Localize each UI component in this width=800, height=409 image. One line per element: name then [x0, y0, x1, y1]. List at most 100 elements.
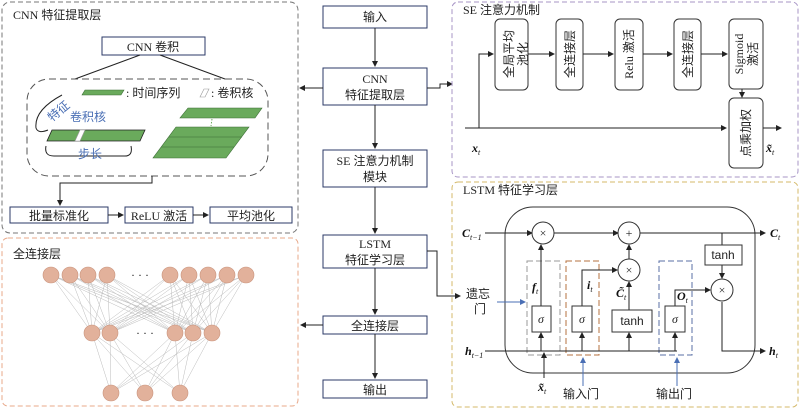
output-gate-label: 输出门	[656, 386, 692, 401]
arrow	[478, 51, 494, 128]
fc-edge	[211, 274, 247, 334]
se-block-fc2-label: 全连接层	[680, 30, 695, 78]
cnn-conv-box	[101, 36, 206, 56]
fc-edge	[87, 274, 111, 334]
fc-edge	[109, 332, 112, 394]
fc-edge	[91, 274, 247, 334]
fc-edge	[110, 332, 213, 394]
input-gate-frame	[565, 260, 600, 356]
fc-edge	[109, 332, 181, 394]
fc-panel-title: 全连接层	[13, 246, 61, 261]
feature-label: 特征	[44, 97, 72, 124]
fc-edge	[192, 274, 228, 334]
output-box	[322, 379, 428, 399]
fc-panel-frame	[1, 237, 299, 407]
f-label: ft	[532, 280, 539, 296]
i-label: it	[587, 278, 593, 294]
forget-gate-label-2: 门	[474, 301, 486, 316]
fc-edge	[91, 274, 190, 334]
lstm-label-1: LSTM	[359, 237, 391, 251]
fc-edge	[106, 274, 111, 334]
multiply-symbol: ×	[719, 283, 726, 297]
line	[674, 287, 711, 306]
arrow-to-lstm-panel	[427, 250, 461, 299]
fc-edge	[87, 274, 93, 334]
sigma-output	[664, 305, 686, 333]
lstm-cell	[504, 206, 756, 374]
fc-edge	[91, 332, 112, 394]
se-block-sigmoid	[728, 18, 764, 90]
stride-brace	[45, 145, 132, 157]
legend-series-swatch	[81, 89, 125, 96]
fc-edge	[174, 274, 247, 334]
fc-node-layer-1	[42, 266, 60, 284]
sigma-forget	[531, 305, 552, 333]
sigma-symbol: σ	[672, 312, 679, 326]
cnn-panel-frame	[1, 1, 299, 234]
fc-node-layer-1	[218, 266, 236, 284]
fc-edge	[174, 274, 209, 334]
stride-label: 步长	[78, 147, 102, 161]
batchnorm-label: 批量标准化	[29, 208, 89, 223]
fc-node-layer-2	[83, 324, 101, 342]
cnn-panel-title: CNN 特征提取层	[13, 7, 101, 22]
tanh-label: tanh	[620, 314, 643, 328]
kernel-shape	[74, 129, 86, 142]
connector	[159, 54, 226, 80]
output-label: 输出	[363, 382, 387, 397]
fc-edges	[50, 274, 247, 394]
feature-map-stack	[152, 126, 250, 159]
se-box	[322, 149, 428, 188]
legend-kernel-label: : 卷积核	[211, 85, 253, 100]
arrow-to-se-panel	[427, 81, 453, 89]
multiply-op	[531, 221, 555, 245]
fc-edge	[179, 332, 194, 394]
fc-edge	[174, 274, 190, 334]
se-block-sigmoid-label: Sigmoid激活	[732, 34, 760, 75]
fc-edge	[169, 274, 194, 334]
se-input-label: xt	[471, 141, 481, 157]
fc-edge	[91, 274, 171, 334]
fc-edge	[144, 332, 194, 394]
tanh-cell	[704, 244, 743, 266]
fc-edge	[110, 332, 176, 394]
se-block-weight-label: 点乘加权	[739, 109, 753, 157]
fc-edge	[69, 274, 93, 334]
fc-edge	[109, 332, 146, 394]
multiply-op	[710, 278, 734, 302]
add-symbol: +	[626, 226, 633, 240]
se-output-label: x̃t	[765, 141, 775, 157]
legend-kernel-swatch	[199, 88, 210, 98]
fc-edge	[91, 274, 228, 334]
fc-node-layer-1	[180, 266, 198, 284]
h-next-label: ht	[769, 344, 779, 360]
fc-node-layer-2	[101, 324, 119, 342]
fc-edge	[179, 332, 213, 394]
c-next-label: Ct	[770, 226, 781, 242]
output-gate-frame	[658, 260, 693, 356]
fc-edge	[50, 274, 176, 334]
tanh-label: tanh	[711, 248, 734, 262]
add-op	[617, 221, 641, 245]
fc-node-layer-1	[79, 266, 97, 284]
se-block-gap-label: 全局平均池化	[501, 30, 530, 78]
sigma-symbol: σ	[538, 312, 545, 326]
fc-edge	[110, 332, 194, 394]
fc-node-layer-3	[102, 384, 120, 402]
fc-edge	[91, 332, 146, 394]
cnn-panel: CNN 特征提取层 CNN 卷积 : 时间序列 : 卷积核 特征 卷积核 步长 …	[1, 1, 299, 234]
avgpool-label: 平均池化	[227, 209, 275, 223]
fc-edge	[144, 332, 176, 394]
ellipsis-top: · · ·	[131, 268, 149, 282]
fc-node-layer-1	[237, 266, 255, 284]
fc-edge	[106, 274, 176, 334]
fc-edge	[87, 274, 176, 334]
fc-edge	[91, 332, 181, 394]
fc-node-layer-1	[199, 266, 217, 284]
fc-edge	[169, 274, 176, 334]
lstm-panel-frame	[451, 181, 799, 408]
arrow	[57, 176, 153, 206]
fc-edge	[69, 274, 176, 334]
multiply-op	[617, 258, 641, 282]
